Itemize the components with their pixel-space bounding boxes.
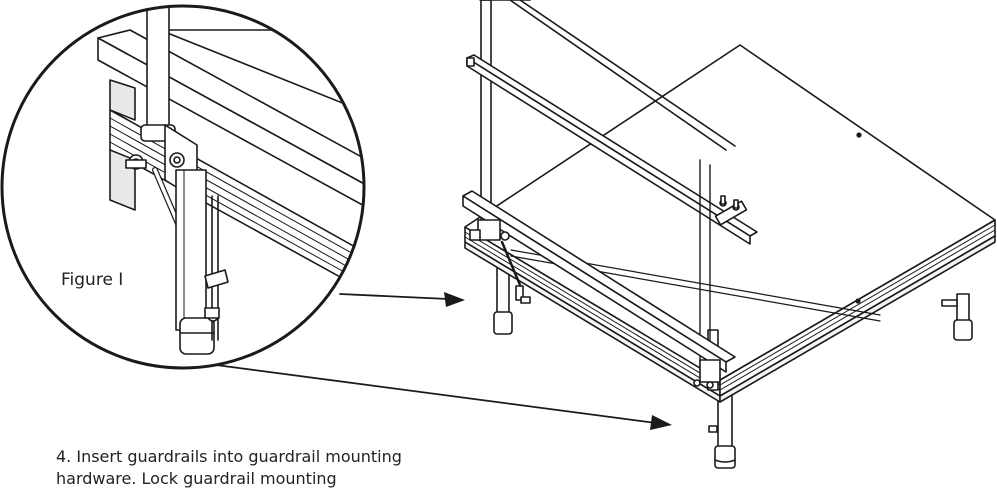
guardrail [462,0,758,391]
detail-leg-tube [175,169,215,355]
detail-support-rod [204,195,229,341]
guardrail-middle-rail [466,54,758,245]
mounting-hardware-right [714,195,748,226]
deck-edge-right [719,219,996,403]
detail-magnifier-ring [0,4,366,370]
callout-arrow-lower [215,364,672,430]
mounting-hardware-left [469,219,522,287]
stage-leg-right [941,293,973,341]
deck-shadow-panel [515,130,730,210]
callout-arrow-upper [339,292,465,307]
stage-leg-front-left [708,384,736,469]
figure-label: Figure I [61,270,124,290]
guardrail-bottom-rail [462,190,736,373]
deck-edge-left [464,226,721,403]
instruction-text: 4. Insert guardrails into guardrail moun… [56,447,402,488]
mounting-hardware-front [693,359,721,389]
detail-magnifier [97,6,364,355]
